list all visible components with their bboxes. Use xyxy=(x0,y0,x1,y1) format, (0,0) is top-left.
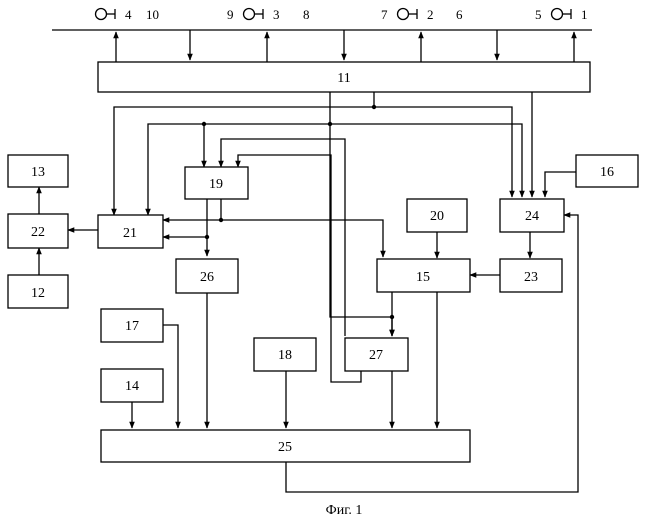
antenna-icon xyxy=(552,9,572,20)
svg-text:17: 17 xyxy=(125,319,139,334)
bus-label-9: 9 xyxy=(227,7,234,22)
connector xyxy=(545,172,576,197)
connector xyxy=(163,199,207,237)
svg-text:25: 25 xyxy=(278,440,292,455)
bus-label-8: 8 xyxy=(303,7,310,22)
connector xyxy=(221,220,383,257)
block-21: 21 xyxy=(98,215,163,248)
block-27: 27 xyxy=(345,338,408,371)
antenna-icon xyxy=(398,9,418,20)
junction-dot xyxy=(390,315,394,319)
svg-text:15: 15 xyxy=(416,270,430,285)
block-15: 15 xyxy=(377,259,470,292)
block-22: 22 xyxy=(8,214,68,248)
svg-text:14: 14 xyxy=(125,379,139,394)
svg-text:12: 12 xyxy=(31,286,45,301)
bus-label-5: 5 xyxy=(535,7,542,22)
block-17: 17 xyxy=(101,309,163,342)
bus-label-6: 6 xyxy=(456,7,463,22)
svg-text:21: 21 xyxy=(123,226,137,241)
block-23: 23 xyxy=(500,259,562,292)
block-20: 20 xyxy=(407,199,467,232)
block-14: 14 xyxy=(101,369,163,402)
svg-text:23: 23 xyxy=(524,270,538,285)
svg-text:22: 22 xyxy=(31,225,45,240)
block-18: 18 xyxy=(254,338,316,371)
bus-label-2: 2 xyxy=(427,7,434,22)
antenna-icon xyxy=(244,9,264,20)
block-25: 25 xyxy=(101,430,470,462)
connector xyxy=(163,325,178,428)
svg-text:18: 18 xyxy=(278,348,292,363)
block-24: 24 xyxy=(500,199,564,232)
connector xyxy=(330,124,522,197)
connector xyxy=(163,199,221,220)
bus-label-3: 3 xyxy=(273,7,280,22)
svg-text:19: 19 xyxy=(209,177,223,192)
block-11: 11 xyxy=(98,62,590,92)
svg-text:13: 13 xyxy=(31,165,45,180)
junction-dot xyxy=(205,235,209,239)
svg-text:20: 20 xyxy=(430,209,444,224)
svg-text:11: 11 xyxy=(337,71,350,86)
figure-caption: Фиг. 1 xyxy=(326,503,363,518)
svg-text:27: 27 xyxy=(369,348,383,363)
bus-label-4: 4 xyxy=(125,7,132,22)
svg-text:26: 26 xyxy=(200,270,214,285)
bus-label-10: 10 xyxy=(146,7,159,22)
connector xyxy=(374,107,512,197)
junction-dot xyxy=(202,122,206,126)
block-19: 19 xyxy=(185,167,248,199)
junction-dot xyxy=(219,218,223,222)
bus-label-7: 7 xyxy=(381,7,388,22)
block-13: 13 xyxy=(8,155,68,187)
block-26: 26 xyxy=(176,259,238,293)
junction-dot xyxy=(328,122,332,126)
bus-label-1: 1 xyxy=(581,7,588,22)
block-12: 12 xyxy=(8,275,68,308)
svg-text:16: 16 xyxy=(600,165,614,180)
antenna-icon xyxy=(96,9,116,20)
block-16: 16 xyxy=(576,155,638,187)
junction-dot xyxy=(372,105,376,109)
svg-text:24: 24 xyxy=(525,209,539,224)
